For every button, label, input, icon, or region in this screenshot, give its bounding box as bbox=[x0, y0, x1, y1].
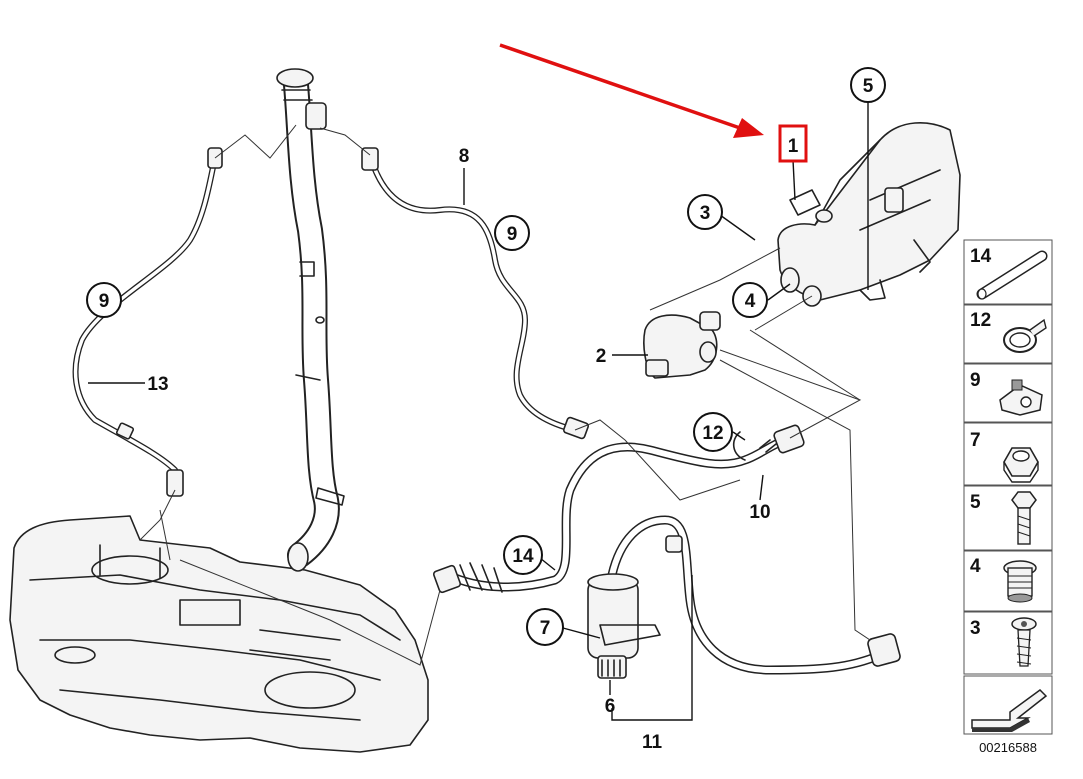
legend-item-3[interactable]: 3 bbox=[963, 611, 1053, 675]
svg-text:9: 9 bbox=[99, 291, 110, 312]
svg-text:1: 1 bbox=[788, 136, 799, 157]
red-pointer-arrow bbox=[499, 43, 764, 138]
svg-text:5: 5 bbox=[970, 492, 981, 513]
callout-13[interactable]: 13 bbox=[147, 374, 168, 395]
hose-assembly-10 bbox=[432, 424, 805, 594]
svg-text:9: 9 bbox=[970, 370, 981, 391]
callout-9-left[interactable]: 9 bbox=[86, 282, 122, 318]
callout-14[interactable]: 14 bbox=[503, 535, 543, 575]
svg-text:5: 5 bbox=[863, 76, 874, 97]
leader-lines bbox=[88, 100, 869, 721]
svg-text:9: 9 bbox=[507, 224, 518, 245]
clip-icon bbox=[999, 379, 1043, 416]
svg-text:13: 13 bbox=[147, 374, 168, 395]
legend-item-12[interactable]: 12 bbox=[963, 304, 1053, 364]
callout-10[interactable]: 10 bbox=[749, 502, 770, 523]
hex-nut-icon bbox=[1003, 447, 1039, 483]
callout-5[interactable]: 5 bbox=[850, 67, 886, 103]
carbon-canister bbox=[777, 122, 961, 307]
callout-7[interactable]: 7 bbox=[526, 608, 564, 646]
callout-8[interactable]: 8 bbox=[459, 146, 470, 167]
svg-text:10: 10 bbox=[749, 502, 770, 523]
leak-diagnosis-pump bbox=[587, 573, 661, 679]
svg-text:7: 7 bbox=[540, 618, 551, 639]
vent-line-left bbox=[72, 147, 223, 497]
svg-text:14: 14 bbox=[970, 246, 992, 267]
callout-1[interactable]: 1 bbox=[778, 124, 808, 163]
filler-pipe bbox=[276, 68, 345, 572]
callout-9-upper[interactable]: 9 bbox=[494, 215, 530, 251]
callout-11[interactable]: 11 bbox=[642, 732, 663, 753]
callout-2[interactable]: 2 bbox=[596, 346, 607, 367]
callout-12[interactable]: 12 bbox=[693, 412, 733, 452]
svg-text:2: 2 bbox=[596, 346, 607, 367]
svg-text:8: 8 bbox=[459, 146, 470, 167]
svg-text:4: 4 bbox=[970, 556, 981, 577]
tank-vent-valve bbox=[643, 311, 721, 379]
svg-text:11: 11 bbox=[642, 732, 663, 753]
legend-item-9[interactable]: 9 bbox=[963, 363, 1053, 423]
legend-item-4[interactable]: 4 bbox=[963, 550, 1053, 612]
svg-text:4: 4 bbox=[745, 291, 756, 312]
callout-3[interactable]: 3 bbox=[687, 194, 723, 230]
svg-text:7: 7 bbox=[970, 430, 981, 451]
legend-item-14[interactable]: 14 bbox=[963, 239, 1053, 305]
fuel-tank bbox=[9, 515, 429, 753]
hose-assembly-11 bbox=[607, 515, 901, 675]
callout-4[interactable]: 4 bbox=[732, 282, 768, 318]
vent-line-upper bbox=[361, 147, 590, 440]
plug-icon bbox=[1003, 560, 1037, 603]
svg-text:12: 12 bbox=[970, 310, 991, 331]
svg-text:14: 14 bbox=[512, 546, 534, 567]
parts-legend: 14 12 9 bbox=[963, 239, 1053, 735]
hex-bolt-icon bbox=[1011, 491, 1037, 545]
svg-text:3: 3 bbox=[970, 618, 981, 639]
legend-item-5[interactable]: 5 bbox=[963, 485, 1053, 551]
callout-6[interactable]: 6 bbox=[605, 696, 616, 717]
legend-item-arrow[interactable] bbox=[963, 675, 1053, 735]
svg-text:6: 6 bbox=[605, 696, 616, 717]
callouts: 1 2 3 4 5 6 7 8 9 bbox=[86, 67, 886, 753]
svg-text:3: 3 bbox=[700, 203, 711, 224]
hose-piece-icon bbox=[976, 250, 1048, 300]
arrow-direction-icon bbox=[971, 689, 1048, 732]
hose-clamp-icon bbox=[1003, 318, 1047, 353]
assembly-lines bbox=[139, 124, 871, 666]
diagram-id: 00216588 bbox=[979, 740, 1037, 755]
svg-text:12: 12 bbox=[702, 423, 723, 444]
expanding-rivet-icon bbox=[1011, 617, 1037, 667]
legend-item-7[interactable]: 7 bbox=[963, 422, 1053, 486]
